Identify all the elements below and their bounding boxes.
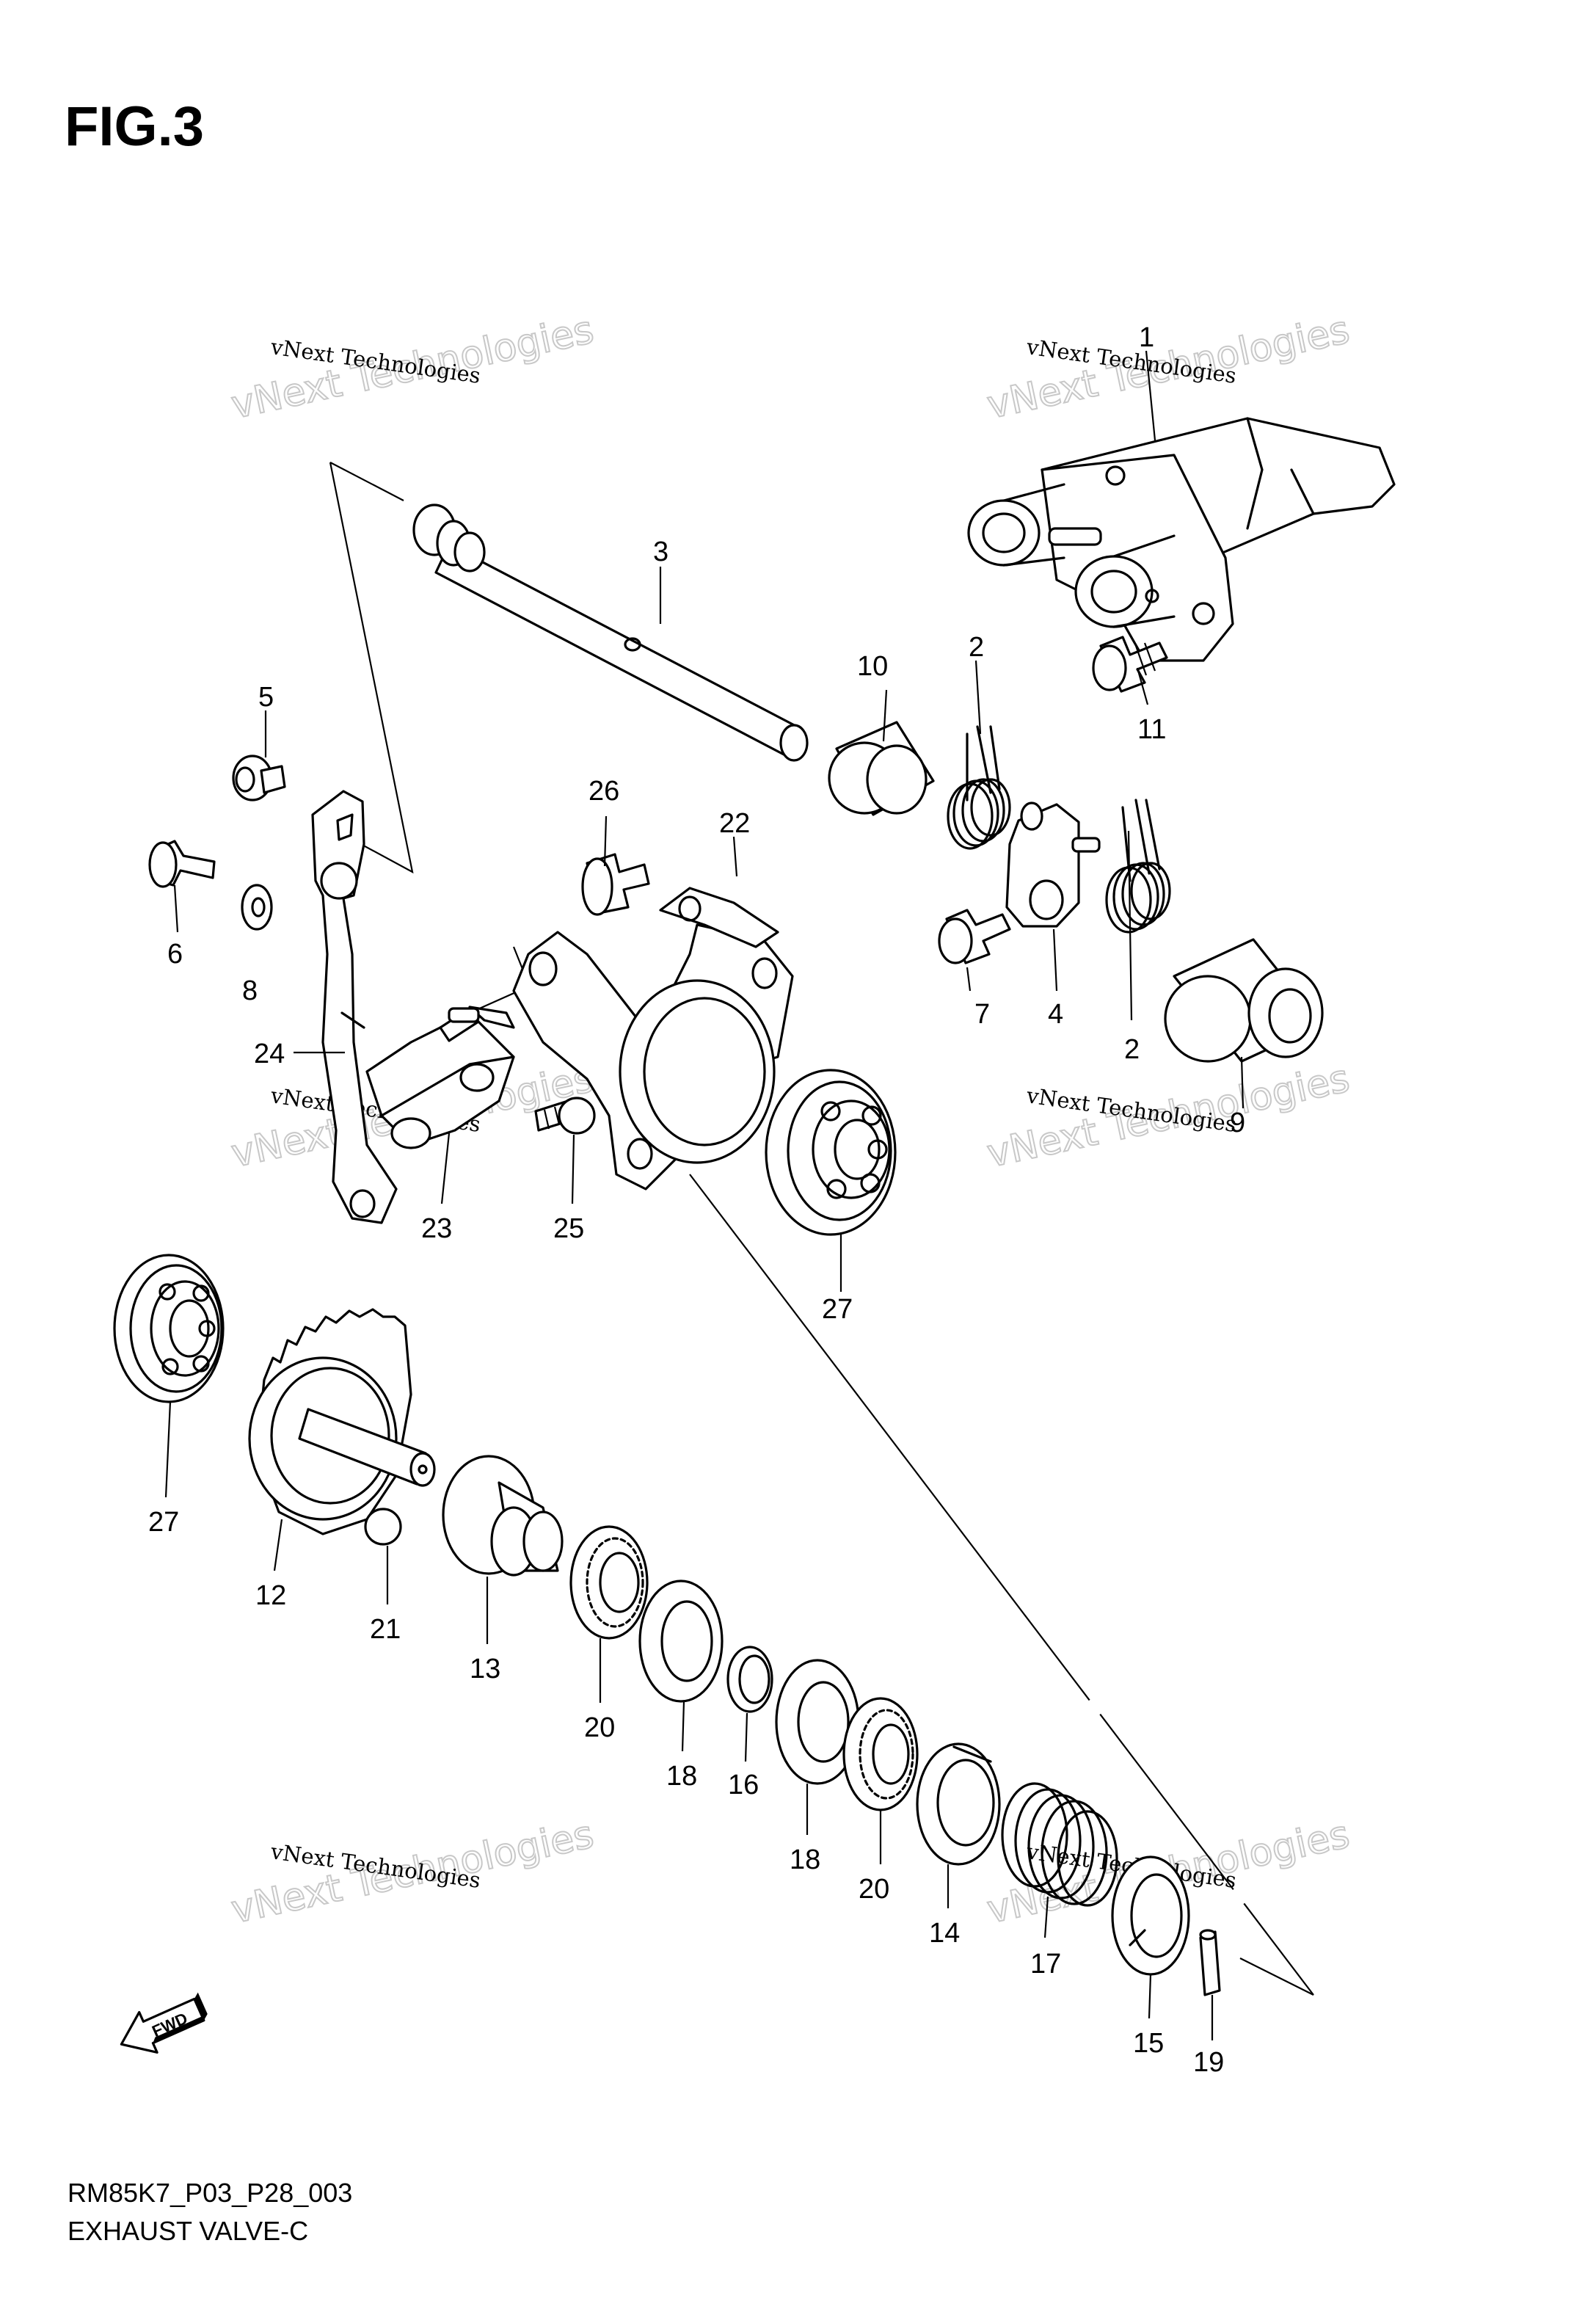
- callout-23: 23: [421, 1213, 452, 1244]
- watermark-middle-right: vNext Technologies vNext Technologies: [983, 1056, 1354, 1177]
- part-10-bushing: [828, 721, 935, 816]
- leader-lines: [164, 350, 1245, 2040]
- callout-7: 7: [974, 999, 990, 1030]
- callout-17: 17: [1030, 1949, 1061, 1980]
- callout-25: 25: [553, 1213, 584, 1244]
- callout-20-lower: 20: [859, 1874, 889, 1905]
- part-1-valve-housing: [967, 417, 1396, 662]
- callout-labels: 1 2 2 3 4 5 6 7 8 9 10 11 12 13 14 15 16…: [148, 322, 1245, 2078]
- callout-6: 6: [167, 939, 183, 970]
- part-18-washer-upper: [638, 1579, 724, 1703]
- callout-26: 26: [589, 776, 619, 807]
- part-12-gear-shaft: [248, 1308, 436, 1535]
- callout-27-upper: 27: [822, 1294, 853, 1325]
- part-7-screw: [938, 909, 1011, 964]
- part-24-link-rod: [311, 790, 398, 1224]
- callout-10: 10: [857, 651, 888, 682]
- callout-9: 9: [1230, 1108, 1245, 1138]
- part-2-spring-upper: [947, 725, 1011, 850]
- part-3-shaft: [412, 504, 809, 762]
- callout-2-lower: 2: [1124, 1034, 1140, 1065]
- figure-code: RM85K7_P03_P28_003: [68, 2178, 352, 2208]
- part-22-bracket: [512, 887, 794, 1190]
- watermark-top-right: vNext Technologies vNext Technologies: [983, 308, 1354, 429]
- part-15-retainer: [1111, 1855, 1190, 1976]
- part-13-flanged-bushing: [442, 1455, 564, 1577]
- part-19-pin: [1199, 1929, 1221, 1996]
- watermark-bottom-left: vNext Technologies vNext Technologies: [227, 1812, 598, 1933]
- callout-4: 4: [1048, 999, 1063, 1030]
- callout-20-upper: 20: [584, 1712, 615, 1743]
- callout-19: 19: [1193, 2047, 1224, 2078]
- part-20-needle-bearing-lower: [842, 1697, 919, 1811]
- part-26-screw: [581, 853, 650, 916]
- callout-1: 1: [1139, 322, 1154, 353]
- callout-3: 3: [653, 537, 668, 567]
- part-5-bolt: [232, 755, 286, 801]
- part-16-collar: [726, 1646, 773, 1713]
- callout-8: 8: [242, 975, 258, 1006]
- callout-21: 21: [370, 1614, 401, 1645]
- callout-11: 11: [1137, 714, 1166, 745]
- callout-16: 16: [728, 1770, 759, 1800]
- part-8-washer: [241, 884, 273, 931]
- figure-title: FIG.3: [65, 95, 204, 158]
- part-2-spring-lower: [1105, 799, 1171, 934]
- callout-18-upper: 18: [666, 1761, 697, 1792]
- part-21-ball: [364, 1508, 402, 1546]
- callout-14: 14: [929, 1918, 960, 1949]
- part-14-cup: [916, 1742, 1001, 1866]
- part-25-screw: [534, 1097, 596, 1135]
- callout-15: 15: [1133, 2028, 1164, 2059]
- callout-12: 12: [255, 1580, 286, 1611]
- callout-24: 24: [254, 1039, 285, 1069]
- part-20-needle-bearing-upper: [569, 1525, 649, 1640]
- watermark-top-left: vNext Technologies vNext Technologies: [227, 308, 598, 429]
- part-11-bolt: [1092, 636, 1168, 693]
- part-27-bearing-lower: [113, 1254, 225, 1403]
- part-6-bolt: [148, 840, 216, 888]
- callout-2-upper: 2: [969, 632, 984, 663]
- callout-5: 5: [258, 682, 274, 713]
- part-9-bushing: [1164, 938, 1324, 1063]
- fwd-arrow-icon: FWD: [120, 1992, 208, 2054]
- callout-27-lower: 27: [148, 1507, 179, 1538]
- callout-22: 22: [719, 808, 750, 839]
- part-23-pivot-block: [365, 1006, 515, 1149]
- callout-18-lower: 18: [790, 1844, 820, 1875]
- part-4-lever: [1005, 801, 1101, 928]
- callout-13: 13: [470, 1654, 500, 1684]
- part-17-coil-spring: [1001, 1782, 1118, 1907]
- figure-name: EXHAUST VALVE-C: [68, 2216, 308, 2246]
- part-27-bearing-upper: [765, 1069, 897, 1236]
